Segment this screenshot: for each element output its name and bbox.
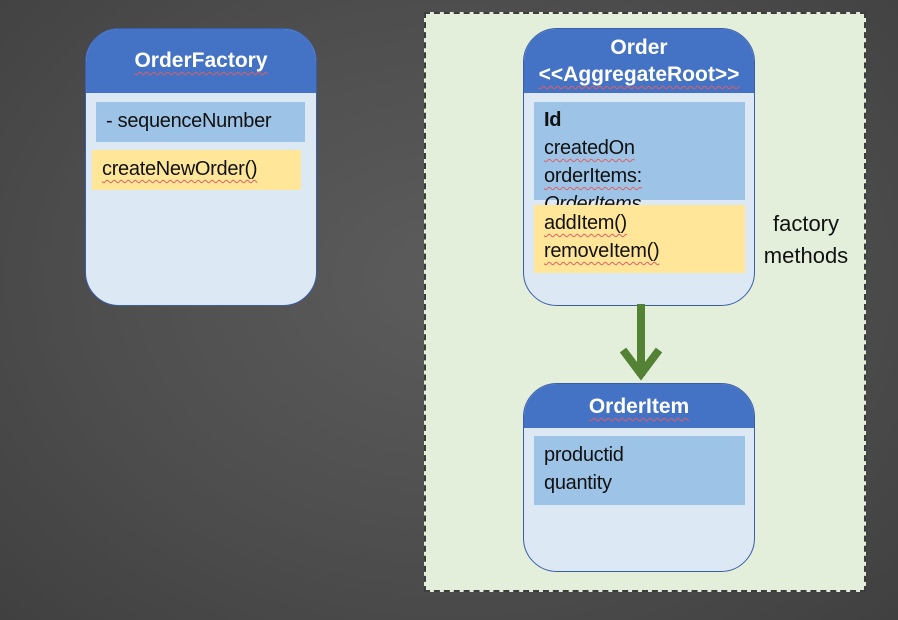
note-line-2: methods: [763, 243, 849, 268]
method-add-item: addItem(): [544, 212, 627, 234]
attribute-product-id: productid: [544, 444, 624, 466]
order-factory-methods: createNewOrder(): [92, 150, 301, 190]
order-methods: addItem() removeItem(): [534, 205, 745, 273]
attribute-sequence-number: - sequenceNumber: [106, 110, 272, 132]
arrow-head: [619, 347, 663, 381]
order-factory-attributes: - sequenceNumber: [96, 102, 305, 142]
order-header: Order <<AggregateRoot>>: [524, 29, 754, 93]
order-stereotype: <<AggregateRoot>>: [538, 63, 740, 86]
attribute-created-on: createdOn: [544, 137, 635, 159]
order-factory-header: OrderFactory: [86, 29, 316, 93]
attribute-order-items-name: orderItems:: [544, 165, 642, 187]
order-title: Order: [610, 36, 668, 59]
attribute-quantity: quantity: [544, 472, 612, 494]
order-item-title: OrderItem: [588, 395, 690, 418]
order-item-attributes: productid quantity: [534, 436, 745, 505]
order-factory-title: OrderFactory: [134, 49, 268, 72]
method-create-new-order: createNewOrder(): [102, 158, 258, 180]
order-attributes: Id createdOn orderItems: OrderItems: [534, 102, 745, 215]
factory-methods-note: factory methods: [758, 208, 854, 272]
note-line-1: factory: [772, 211, 840, 236]
composition-arrow: [619, 304, 663, 381]
order-factory-class[interactable]: OrderFactory - sequenceNumber createNewO…: [85, 28, 317, 306]
order-item-header: OrderItem: [524, 384, 754, 428]
order-item-class[interactable]: OrderItem productid quantity: [523, 383, 755, 572]
attribute-id: Id: [544, 109, 562, 131]
method-remove-item: removeItem(): [544, 240, 660, 262]
order-class[interactable]: Order <<AggregateRoot>> Id createdOn ord…: [523, 28, 755, 306]
